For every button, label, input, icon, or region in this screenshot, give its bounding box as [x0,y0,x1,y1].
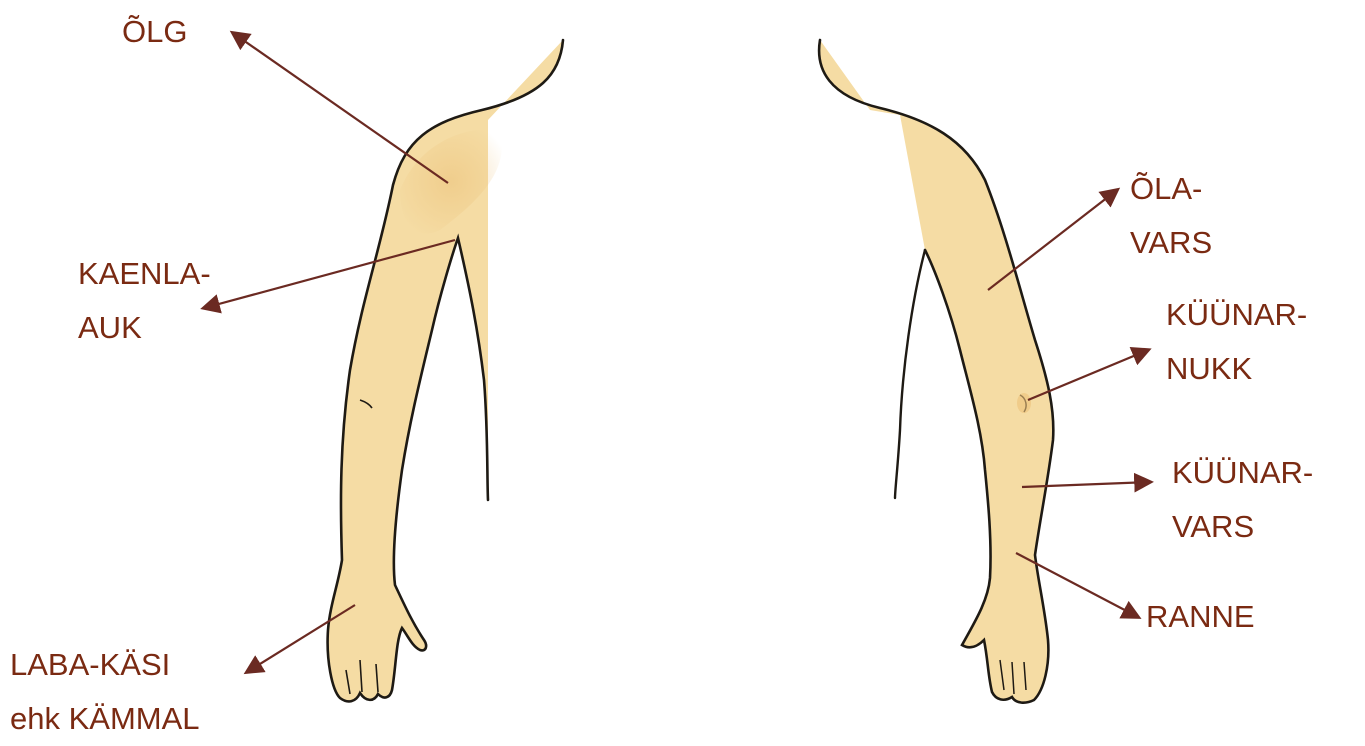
label-ranne-line1: RANNE [1146,598,1255,636]
label-ola-vars-line1: ÕLA- [1130,162,1212,216]
label-kuunar-vars-line2: VARS [1172,500,1313,554]
arrow-olg [233,33,448,183]
label-ola-vars-line2: VARS [1130,216,1212,270]
label-ola-vars: ÕLA- VARS [1130,162,1212,270]
label-kuunar-nukk-line1: KÜÜNAR- [1166,288,1307,342]
label-olg-line1: ÕLG [122,13,187,51]
arrow-ola-vars [988,190,1117,290]
label-laba-kasi-line2: ehk KÄMMAL [10,692,200,746]
label-kaenla-auk-line1: KAENLA- [78,247,211,301]
label-kuunar-vars-line1: KÜÜNAR- [1172,446,1313,500]
label-laba-kasi: LABA-KÄSI ehk KÄMMAL [10,638,200,746]
label-laba-kasi-line1: LABA-KÄSI [10,638,200,692]
label-kaenla-auk-line2: AUK [78,301,211,355]
right-arm [819,40,1053,703]
right-arm-skin [819,40,1053,703]
label-kuunar-vars: KÜÜNAR- VARS [1172,446,1313,554]
label-olg: ÕLG [122,13,187,51]
label-kaenla-auk: KAENLA- AUK [78,247,211,355]
label-kuunar-nukk: KÜÜNAR- NUKK [1166,288,1307,396]
label-ranne: RANNE [1146,598,1255,636]
left-arm-skin [328,40,563,701]
left-arm [328,40,563,701]
label-kuunar-nukk-line2: NUKK [1166,342,1307,396]
